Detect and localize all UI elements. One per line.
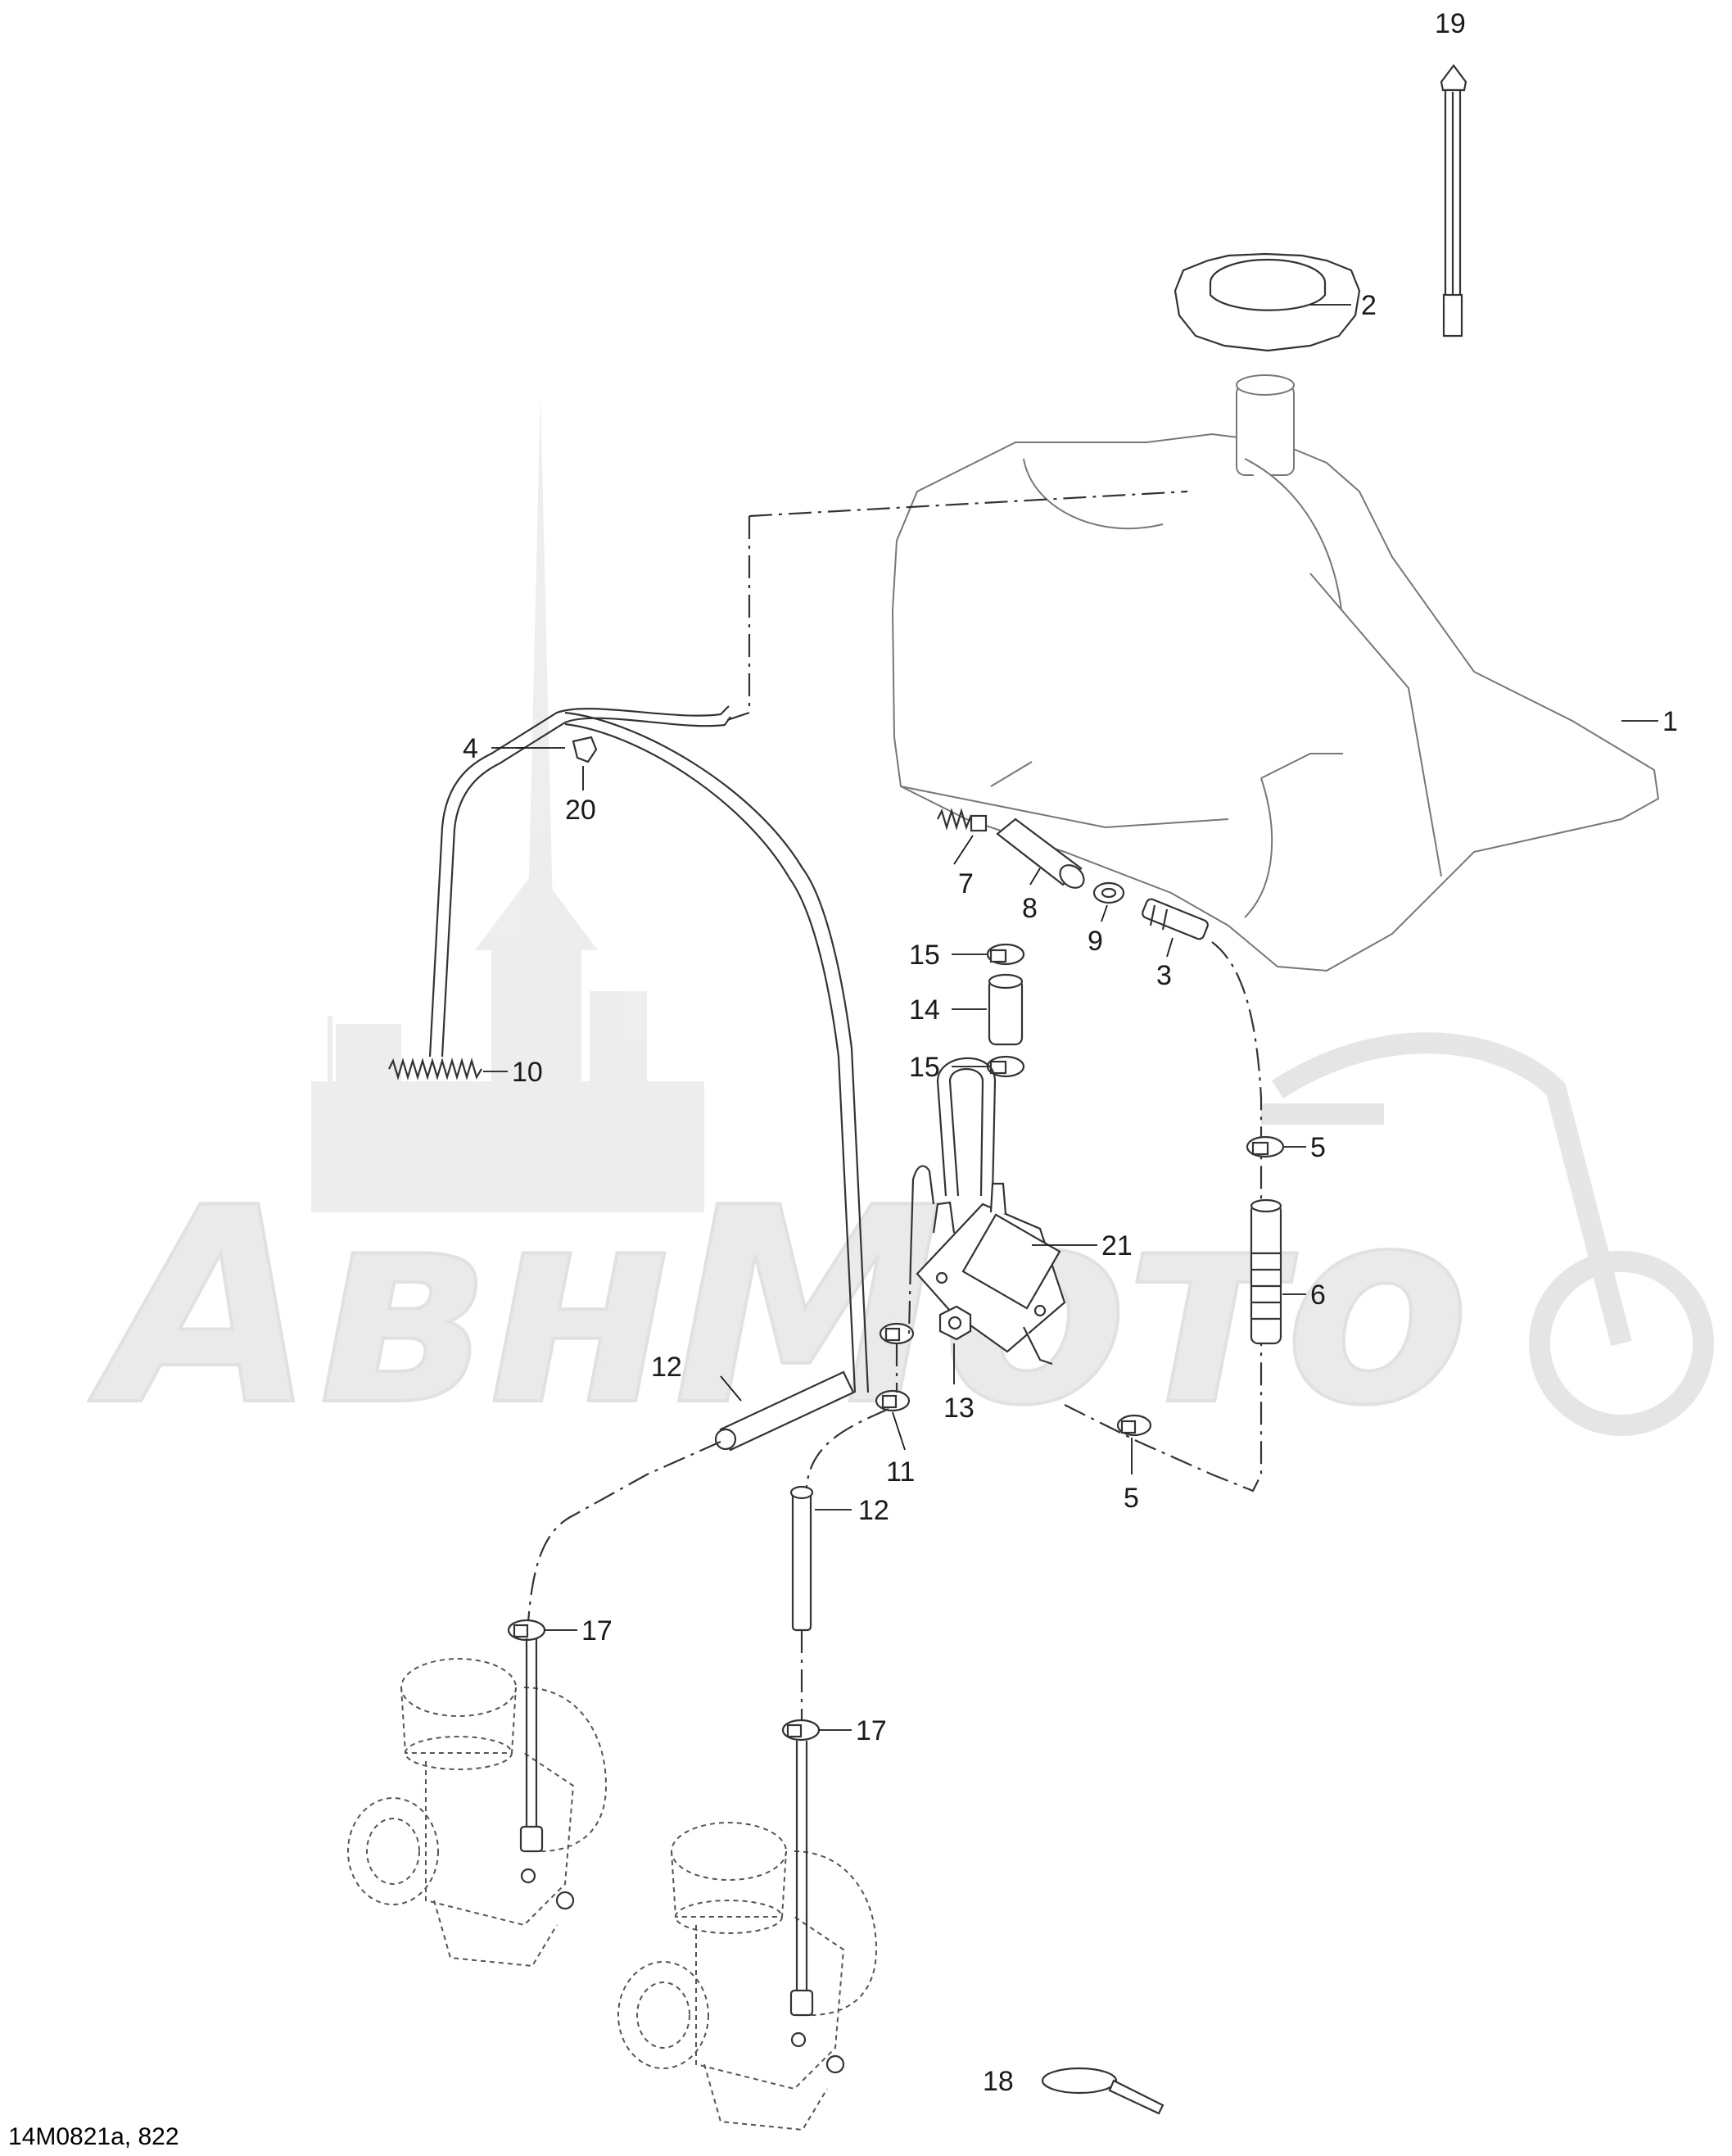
part-14-hose [988, 973, 1024, 1046]
part-15-clamp-lower [986, 1055, 1025, 1078]
callout-2: 2 [1361, 290, 1377, 321]
part-17-clamp-right [781, 1719, 821, 1742]
carburetor-left [347, 1638, 608, 1968]
callout-15-upper: 15 [909, 940, 940, 971]
callout-5-lower: 5 [1124, 1483, 1139, 1514]
motorcycle-silhouette-icon [1261, 1032, 1714, 1436]
carburetor-right [617, 1741, 878, 2131]
callout-12-lower: 12 [858, 1495, 889, 1526]
callout-21: 21 [1101, 1230, 1133, 1261]
callout-6: 6 [1310, 1280, 1326, 1311]
vent-routing-line [724, 490, 1188, 722]
callout-19: 19 [1435, 8, 1466, 39]
part-9-grommet [1092, 881, 1125, 904]
callout-1: 1 [1662, 706, 1678, 737]
part-19-bolt [1440, 64, 1467, 337]
part-20-clip [572, 736, 598, 763]
part-5-clamp-upper [1246, 1135, 1285, 1158]
callout-13: 13 [943, 1393, 975, 1424]
callout-3: 3 [1156, 960, 1172, 991]
part-7-filter [937, 808, 988, 832]
part-13-nut [938, 1305, 972, 1341]
callout-8: 8 [1022, 893, 1038, 924]
part-5-clamp-lower [1116, 1414, 1152, 1437]
callout-4: 4 [463, 733, 478, 764]
part-18-cable-tie [1041, 2067, 1164, 2115]
carb-routing-left [527, 1440, 721, 1638]
part-10-spring [388, 1058, 482, 1080]
callout-18: 18 [983, 2066, 1014, 2097]
callout-15-lower: 15 [909, 1052, 940, 1083]
callout-labels: 19 2 1 4 20 7 8 9 3 15 14 15 10 5 21 6 1… [463, 8, 1678, 2097]
callout-10: 10 [512, 1057, 543, 1088]
part-21-fuel-pump [909, 1057, 1066, 1366]
part-12-hose-upper [714, 1370, 855, 1452]
watermark-city-silhouette [311, 393, 704, 1212]
part-11-clamp-upper [879, 1322, 915, 1345]
part-4-vent-tube [428, 705, 870, 1393]
part-2-fuel-cap [1174, 252, 1361, 352]
fuel-routing-right [1064, 941, 1263, 1492]
callout-5-upper: 5 [1310, 1132, 1326, 1163]
part-15-clamp-upper [986, 943, 1025, 966]
callout-17-left: 17 [581, 1615, 613, 1646]
document-code: 14M0821a, 822 [8, 2123, 179, 2150]
part-6-hose [1250, 1198, 1282, 1345]
callout-12-upper: 12 [651, 1352, 682, 1383]
pump-routing [895, 1261, 912, 1393]
carb-routing-centre [800, 1407, 889, 1720]
callout-20: 20 [565, 795, 596, 826]
part-8-sleeve [996, 818, 1085, 889]
callout-14: 14 [909, 994, 940, 1026]
part-17-clamp-left [507, 1619, 546, 1642]
callout-9: 9 [1088, 926, 1103, 957]
part-1-fuel-tank [891, 374, 1660, 972]
callout-7: 7 [958, 868, 974, 899]
part-3-fitting [1142, 898, 1209, 940]
callout-11: 11 [886, 1456, 915, 1488]
callout-17-right: 17 [856, 1715, 887, 1746]
part-11-clamp-lower [875, 1389, 911, 1412]
part-12-hose-lower [789, 1485, 814, 1632]
leader-lines [483, 304, 1658, 1731]
watermark-text: АвнМото [85, 1150, 1470, 1465]
watermark: АвнМото [84, 393, 1714, 1466]
